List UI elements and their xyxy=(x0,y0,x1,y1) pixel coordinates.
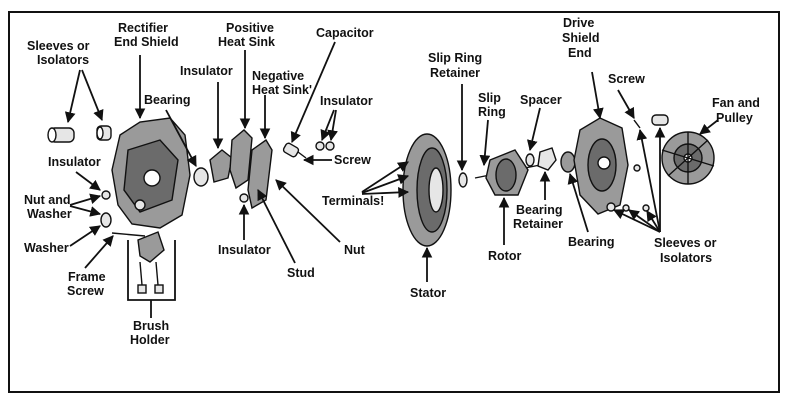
label-slip-ring-2: Ring xyxy=(478,105,506,119)
label-frame-screw-2: Screw xyxy=(67,284,104,298)
label-spacer: Spacer xyxy=(520,93,562,107)
label-positive-heat-sink-1: Positive xyxy=(226,21,274,35)
label-washer: Washer xyxy=(24,241,69,255)
label-insulator-right: Insulator xyxy=(320,94,373,108)
label-sleeves-right-1: Sleeves or xyxy=(654,236,717,250)
label-bearing-retainer-1: Bearing xyxy=(516,203,563,217)
label-nut: Nut xyxy=(344,243,366,257)
label-rectifier-1: Rectifier xyxy=(118,21,168,35)
label-capacitor: Capacitor xyxy=(316,26,374,40)
negative-heat-sink-part-a xyxy=(229,129,253,190)
label-frame-screw-1: Frame xyxy=(68,270,106,284)
drive-shield-end-part xyxy=(573,117,629,215)
label-terminals: Terminals! xyxy=(322,194,384,208)
positive-heat-sink-part xyxy=(209,149,233,183)
label-negative-heat-sink-1: Negative xyxy=(252,69,304,83)
insulator-part-bottom xyxy=(239,193,249,203)
bearing-part-right xyxy=(560,151,576,173)
label-insulator-top: Insulator xyxy=(180,64,233,78)
label-slip-ring-retainer-1: Slip Ring xyxy=(428,51,482,65)
label-nut-and-washer-1: Nut and xyxy=(24,193,71,207)
label-negative-heat-sink-2: Heat Sink' xyxy=(252,83,312,97)
label-slip-ring-retainer-2: Retainer xyxy=(430,66,480,80)
label-nut-and-washer-2: Washer xyxy=(27,207,72,221)
label-stator: Stator xyxy=(410,286,446,300)
label-slip-ring-1: Slip xyxy=(478,91,501,105)
negative-heat-sink-part-b xyxy=(247,138,273,210)
label-sleeves-left-1: Sleeves or xyxy=(27,39,90,53)
label-drive-shield-end-2: Shield xyxy=(562,31,600,45)
label-bearing-retainer-2: Retainer xyxy=(513,217,563,231)
label-insulator-bottom: Insulator xyxy=(218,243,271,257)
stator-part xyxy=(402,133,452,247)
fan-and-pulley-part xyxy=(661,131,715,185)
label-bearing-right: Bearing xyxy=(568,235,615,249)
label-fan-and-pulley-1: Fan and xyxy=(712,96,760,110)
screw-part-right-b xyxy=(633,164,641,172)
sleeve-part-right-c xyxy=(622,204,630,212)
bearing-part-left xyxy=(193,167,209,187)
border-rectangle xyxy=(8,11,780,393)
sleeve-part-right-a xyxy=(651,114,669,126)
label-drive-shield-end-1: Drive xyxy=(563,16,594,30)
nut-part xyxy=(101,190,111,200)
label-sleeves-right-2: Isolators xyxy=(660,251,712,265)
insulator-part-b xyxy=(325,141,335,151)
label-sleeves-left-2: Isolators xyxy=(37,53,89,67)
sleeve-part-right-d xyxy=(642,204,650,212)
spacer-part xyxy=(525,153,535,167)
leader-lines xyxy=(64,41,719,318)
label-brush-holder-2: Holder xyxy=(130,333,170,347)
bearing-retainer-part xyxy=(537,147,557,171)
insulator-part-a xyxy=(315,141,325,151)
washer-part xyxy=(100,212,112,228)
sleeve-part-right-b xyxy=(606,202,616,212)
label-positive-heat-sink-2: Heat Sink xyxy=(218,35,275,49)
label-insulator-left: Insulator xyxy=(48,155,101,169)
rectifier-end-shield-part xyxy=(111,117,191,229)
label-screw-right: Screw xyxy=(608,72,645,86)
rotor-part xyxy=(474,149,541,196)
label-brush-holder-1: Brush xyxy=(133,319,169,333)
label-fan-and-pulley-2: Pulley xyxy=(716,111,753,125)
slip-ring-retainer-part xyxy=(458,172,468,188)
frame-screw-part xyxy=(111,232,146,237)
capacitor-part xyxy=(282,142,307,159)
label-rotor: Rotor xyxy=(488,249,521,263)
label-bearing-left: Bearing xyxy=(144,93,191,107)
label-rectifier-2: End Shield xyxy=(114,35,179,49)
brush-holder-part xyxy=(137,231,165,294)
label-drive-shield-end-3: End xyxy=(568,46,592,60)
screw-part-right xyxy=(633,119,641,129)
label-screw-mid: Screw xyxy=(334,153,371,167)
label-stud: Stud xyxy=(287,266,315,280)
sleeve-parts-left xyxy=(47,125,112,143)
